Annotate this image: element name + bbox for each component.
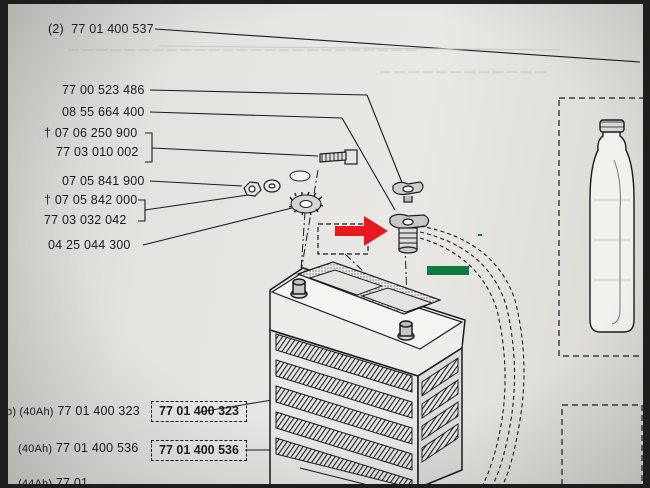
battery-row-2: (40Ah) 77 01 400 536: [18, 441, 139, 455]
vent-cap-upper: [392, 181, 424, 203]
dagger-mark: †: [44, 126, 52, 140]
battery-illustration: [269, 261, 466, 488]
part-number-400: 08 55 664 400: [62, 105, 145, 119]
battery-row-1: o) (40Ah) 77 01 400 323: [6, 404, 140, 418]
ref-number-2: (2) 77 01 400 537: [48, 22, 154, 36]
dagger-mark-2: †: [44, 193, 52, 207]
nut-and-washer: [243, 179, 281, 197]
part-number-486: 77 00 523 486: [62, 83, 145, 97]
battery-row-1-boxed: 77 01 400 323: [151, 401, 247, 422]
red-pointer-arrow: [335, 216, 388, 246]
toothed-washer: [288, 191, 324, 216]
part-number-300: 04 25 044 300: [48, 238, 131, 252]
vent-hoses: [419, 225, 525, 488]
part-number-900a: † 07 06 250 900: [44, 126, 138, 140]
bolt: [319, 149, 358, 165]
battery-row-2-boxed: 77 01 400 536: [151, 440, 247, 461]
green-marker: [427, 266, 469, 275]
bottle-illustration: [589, 119, 635, 333]
leader-lines: [138, 28, 641, 451]
part-number-000: † 07 05 842 000: [44, 193, 138, 207]
part-number-900b: 07 05 841 900: [62, 174, 145, 188]
part-number-002: 77 03 010 002: [56, 145, 139, 159]
vent-cap-lower: [389, 213, 430, 254]
part-number-537: 77 01 400 537: [71, 22, 154, 36]
part-number-042: 77 03 032 042: [44, 213, 127, 227]
